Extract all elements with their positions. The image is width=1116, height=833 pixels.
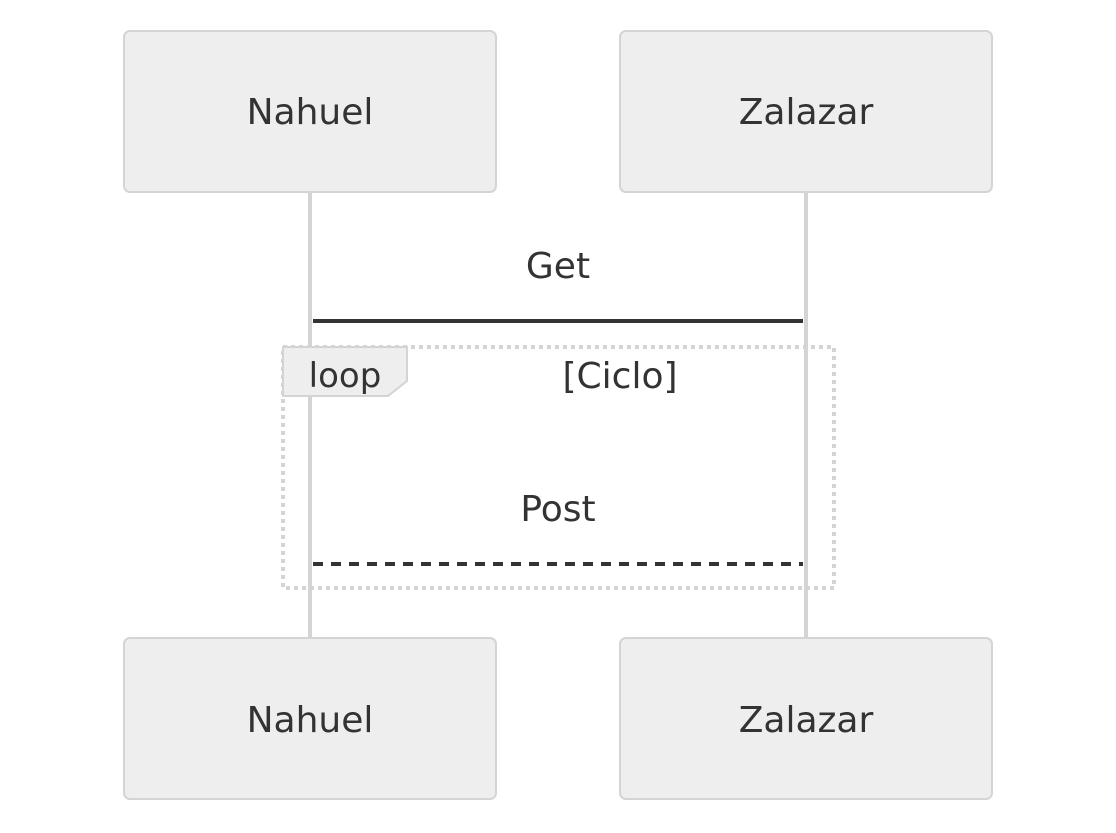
actor-label: Nahuel xyxy=(247,92,374,133)
actor-box xyxy=(123,30,497,193)
actor-label: Zalazar xyxy=(739,700,874,741)
loop-tag: loop xyxy=(309,356,382,396)
actor-label: Zalazar xyxy=(739,92,874,133)
loop-frame xyxy=(281,345,836,590)
actor-bottom-zalazar[interactable]: Zalazar xyxy=(619,637,993,800)
loop-tag-box xyxy=(282,346,408,397)
message-label-get: Get xyxy=(526,246,590,287)
actor-box xyxy=(619,30,993,193)
actor-box xyxy=(619,637,993,800)
actor-top-nahuel[interactable]: Nahuel xyxy=(123,30,497,193)
message-label-post: Post xyxy=(520,489,595,530)
actor-top-zalazar[interactable]: Zalazar xyxy=(619,30,993,193)
loop-condition: [Ciclo] xyxy=(562,356,677,397)
actor-bottom-nahuel[interactable]: Nahuel xyxy=(123,637,497,800)
actor-box xyxy=(123,637,497,800)
actor-label: Nahuel xyxy=(247,700,374,741)
